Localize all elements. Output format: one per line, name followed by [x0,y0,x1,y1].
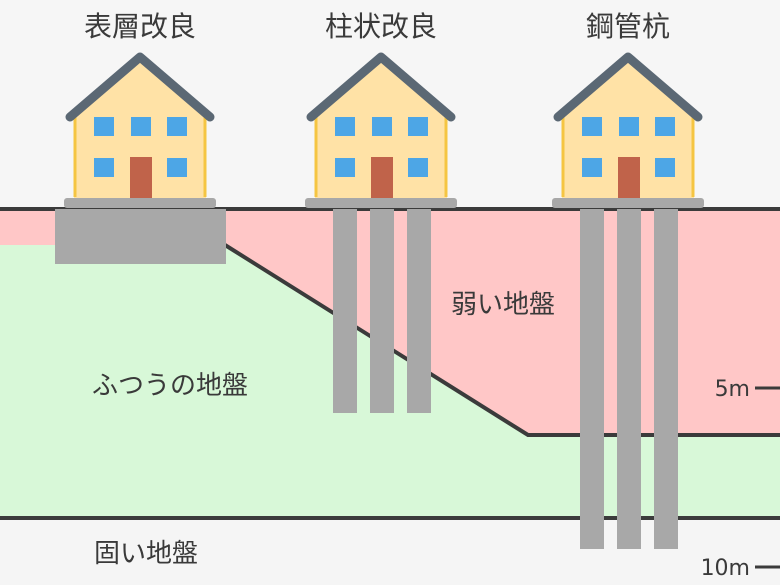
depth-marker-10m: 10m [701,556,750,581]
method-title-steel-pile: 鋼管杭 [586,10,670,43]
window [582,117,602,136]
steel-pile [617,209,641,549]
window [167,117,187,136]
door [371,157,393,198]
house-surface [64,52,216,208]
soil-column [333,209,357,413]
window [582,158,602,177]
depth-marker-5m: 5m [715,377,750,402]
soil-column [407,209,431,413]
window [372,117,392,136]
weak-ground-label: 弱い地盤 [451,290,555,320]
window [619,117,639,136]
window [94,158,114,177]
surface-improvement-block [55,209,226,264]
window [408,158,428,177]
method-title-columnar: 柱状改良 [325,10,437,43]
hard-ground-label: 固い地盤 [94,539,198,569]
window [131,117,151,136]
window [655,117,675,136]
soil-column [370,209,394,413]
window [335,117,355,136]
normal-ground-label: ふつうの地盤 [92,371,248,401]
hard-ground-layer [0,518,780,585]
window [655,158,675,177]
window [408,117,428,136]
house-columnar [305,52,457,208]
house-steel-pile [552,52,704,208]
steel-pile [654,209,678,549]
window [94,117,114,136]
door [130,157,152,198]
window [335,158,355,177]
method-title-surface: 表層改良 [84,10,196,43]
door [618,157,640,198]
weak-ground-boundary [223,243,780,437]
steel-pile [580,209,604,549]
window [167,158,187,177]
